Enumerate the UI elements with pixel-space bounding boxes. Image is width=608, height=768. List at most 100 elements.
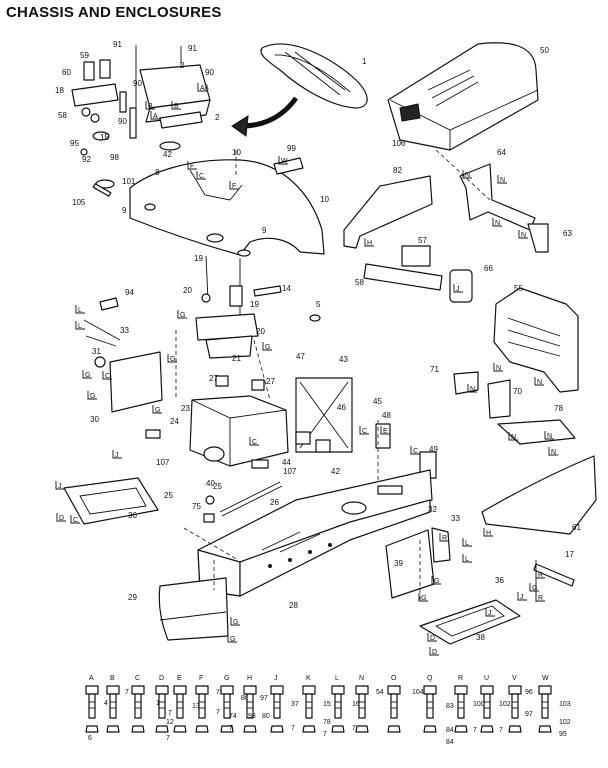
reference-letter-text: R (538, 595, 543, 602)
support-bracket (295, 377, 353, 453)
bolt-head-shape (355, 685, 369, 695)
reference-letter-text: N (495, 220, 500, 227)
reference-letter-text: C (73, 517, 78, 524)
nut-shape (270, 725, 284, 733)
reference-letter: E (380, 426, 390, 435)
nut-shape (508, 725, 522, 733)
part-number-label: 27 (209, 374, 218, 383)
part-number-label: 24 (170, 417, 179, 426)
reference-letter-text: G (421, 595, 426, 602)
part-number-label: 49 (429, 445, 438, 454)
reference-letter-text: W (281, 158, 288, 165)
bolt-shank-shape (390, 693, 398, 719)
part-number-label: 25 (213, 482, 222, 491)
hardware-item-a: A46 (85, 675, 108, 742)
part-number-label: 50 (540, 46, 549, 55)
reference-letter-text: N (537, 379, 542, 386)
hardware-part-number: 80 (262, 713, 270, 720)
hardware-letter: E (177, 675, 182, 682)
nut-shape (355, 725, 369, 733)
part-number-label: 106 (392, 139, 406, 148)
part-number-label: 94 (125, 288, 134, 297)
bolt-shank-shape (334, 693, 342, 719)
bolt-shank-shape (483, 693, 491, 719)
reference-letter-text: G (155, 407, 160, 414)
reference-letter: G (87, 391, 97, 400)
reference-letter: J (517, 592, 527, 601)
reference-letter: G (227, 634, 237, 643)
reference-letter: R (535, 593, 545, 602)
bolt-head-shape (131, 685, 145, 695)
bolt-head-shape (85, 685, 99, 695)
reference-letter: B (171, 101, 181, 110)
hardware-letter: J (274, 675, 278, 682)
part-number-label: 31 (92, 347, 101, 356)
part-number-label: 25 (164, 491, 173, 500)
part-number-label: 33 (120, 326, 129, 335)
reference-letter-text: N (511, 434, 516, 441)
nut-shape (106, 725, 120, 733)
reference-letter: G (167, 354, 177, 363)
hardware-part-number: 37 (291, 701, 299, 708)
bolt-head-shape (538, 685, 552, 695)
part-number-label: 107 (283, 467, 297, 476)
reference-letter-text: E (383, 428, 388, 435)
part-number-label: 23 (181, 404, 190, 413)
hardware-letter: U (484, 675, 489, 682)
reference-letter: C (359, 426, 369, 435)
hardware-part-number: 97 (260, 695, 268, 702)
hardware-part-number: 16 (352, 701, 360, 708)
reference-letter: R (535, 570, 545, 579)
reference-letter: D (429, 647, 439, 656)
nut-shape (302, 725, 316, 733)
hardware-part-number: 7 (168, 710, 172, 717)
part-number-label: 9 (262, 226, 267, 235)
hardware-part-number: 97 (525, 711, 533, 718)
part-number-label: 36 (128, 511, 137, 520)
reference-letter-text: G (233, 619, 238, 626)
bolt-shank-shape (198, 693, 206, 719)
part-number-label: 28 (289, 601, 298, 610)
reference-letter: J (485, 608, 495, 617)
hardware-part-number: 84 (446, 739, 454, 746)
reference-letter-text: J (488, 610, 492, 617)
part-number-label: 29 (128, 593, 137, 602)
part-number-label: 8 (155, 168, 160, 177)
bolt-shank-shape (109, 693, 117, 719)
part-number-label: 101 (122, 177, 136, 186)
reference-letter: C (70, 515, 80, 524)
part-number-label: 19 (250, 300, 259, 309)
hardware-part-number: 15 (323, 701, 331, 708)
hardware-letter: F (199, 675, 203, 682)
hardware-part-number: 100 (473, 701, 485, 708)
bolt-head-shape (270, 685, 284, 695)
hardware-part-number: 7 (352, 725, 356, 732)
reference-letter-text: J (456, 286, 460, 293)
hardware-part-number: 74 (229, 713, 237, 720)
reference-letter-text: G (434, 578, 439, 585)
steering-column (195, 255, 321, 359)
hardware-part-number: 80 (241, 695, 249, 702)
part-number-label: 43 (339, 355, 348, 364)
part-number-label: 60 (62, 68, 71, 77)
page-title: CHASSIS AND ENCLOSURES (6, 4, 222, 21)
hardware-part-number: 102 (499, 701, 511, 708)
part-number-label: 17 (565, 550, 574, 559)
reference-letter-text: G (532, 585, 537, 592)
part-number-label: 63 (563, 229, 572, 238)
hardware-part-number: 83 (446, 703, 454, 710)
reference-letter-text: L (78, 307, 82, 314)
hardware-part-number: 104 (412, 689, 424, 696)
bolt-shank-shape (358, 693, 366, 719)
reference-letter-text: D (430, 635, 435, 642)
hardware-part-number: 7 (499, 727, 503, 734)
hardware-part-number: 103 (559, 701, 571, 708)
reference-letter: L (462, 554, 472, 563)
hardware-part-number: 95 (559, 731, 567, 738)
hardware-part-number: 98 (248, 713, 256, 720)
reference-letter-text: G (85, 372, 90, 379)
part-number-label: 58 (58, 111, 67, 120)
